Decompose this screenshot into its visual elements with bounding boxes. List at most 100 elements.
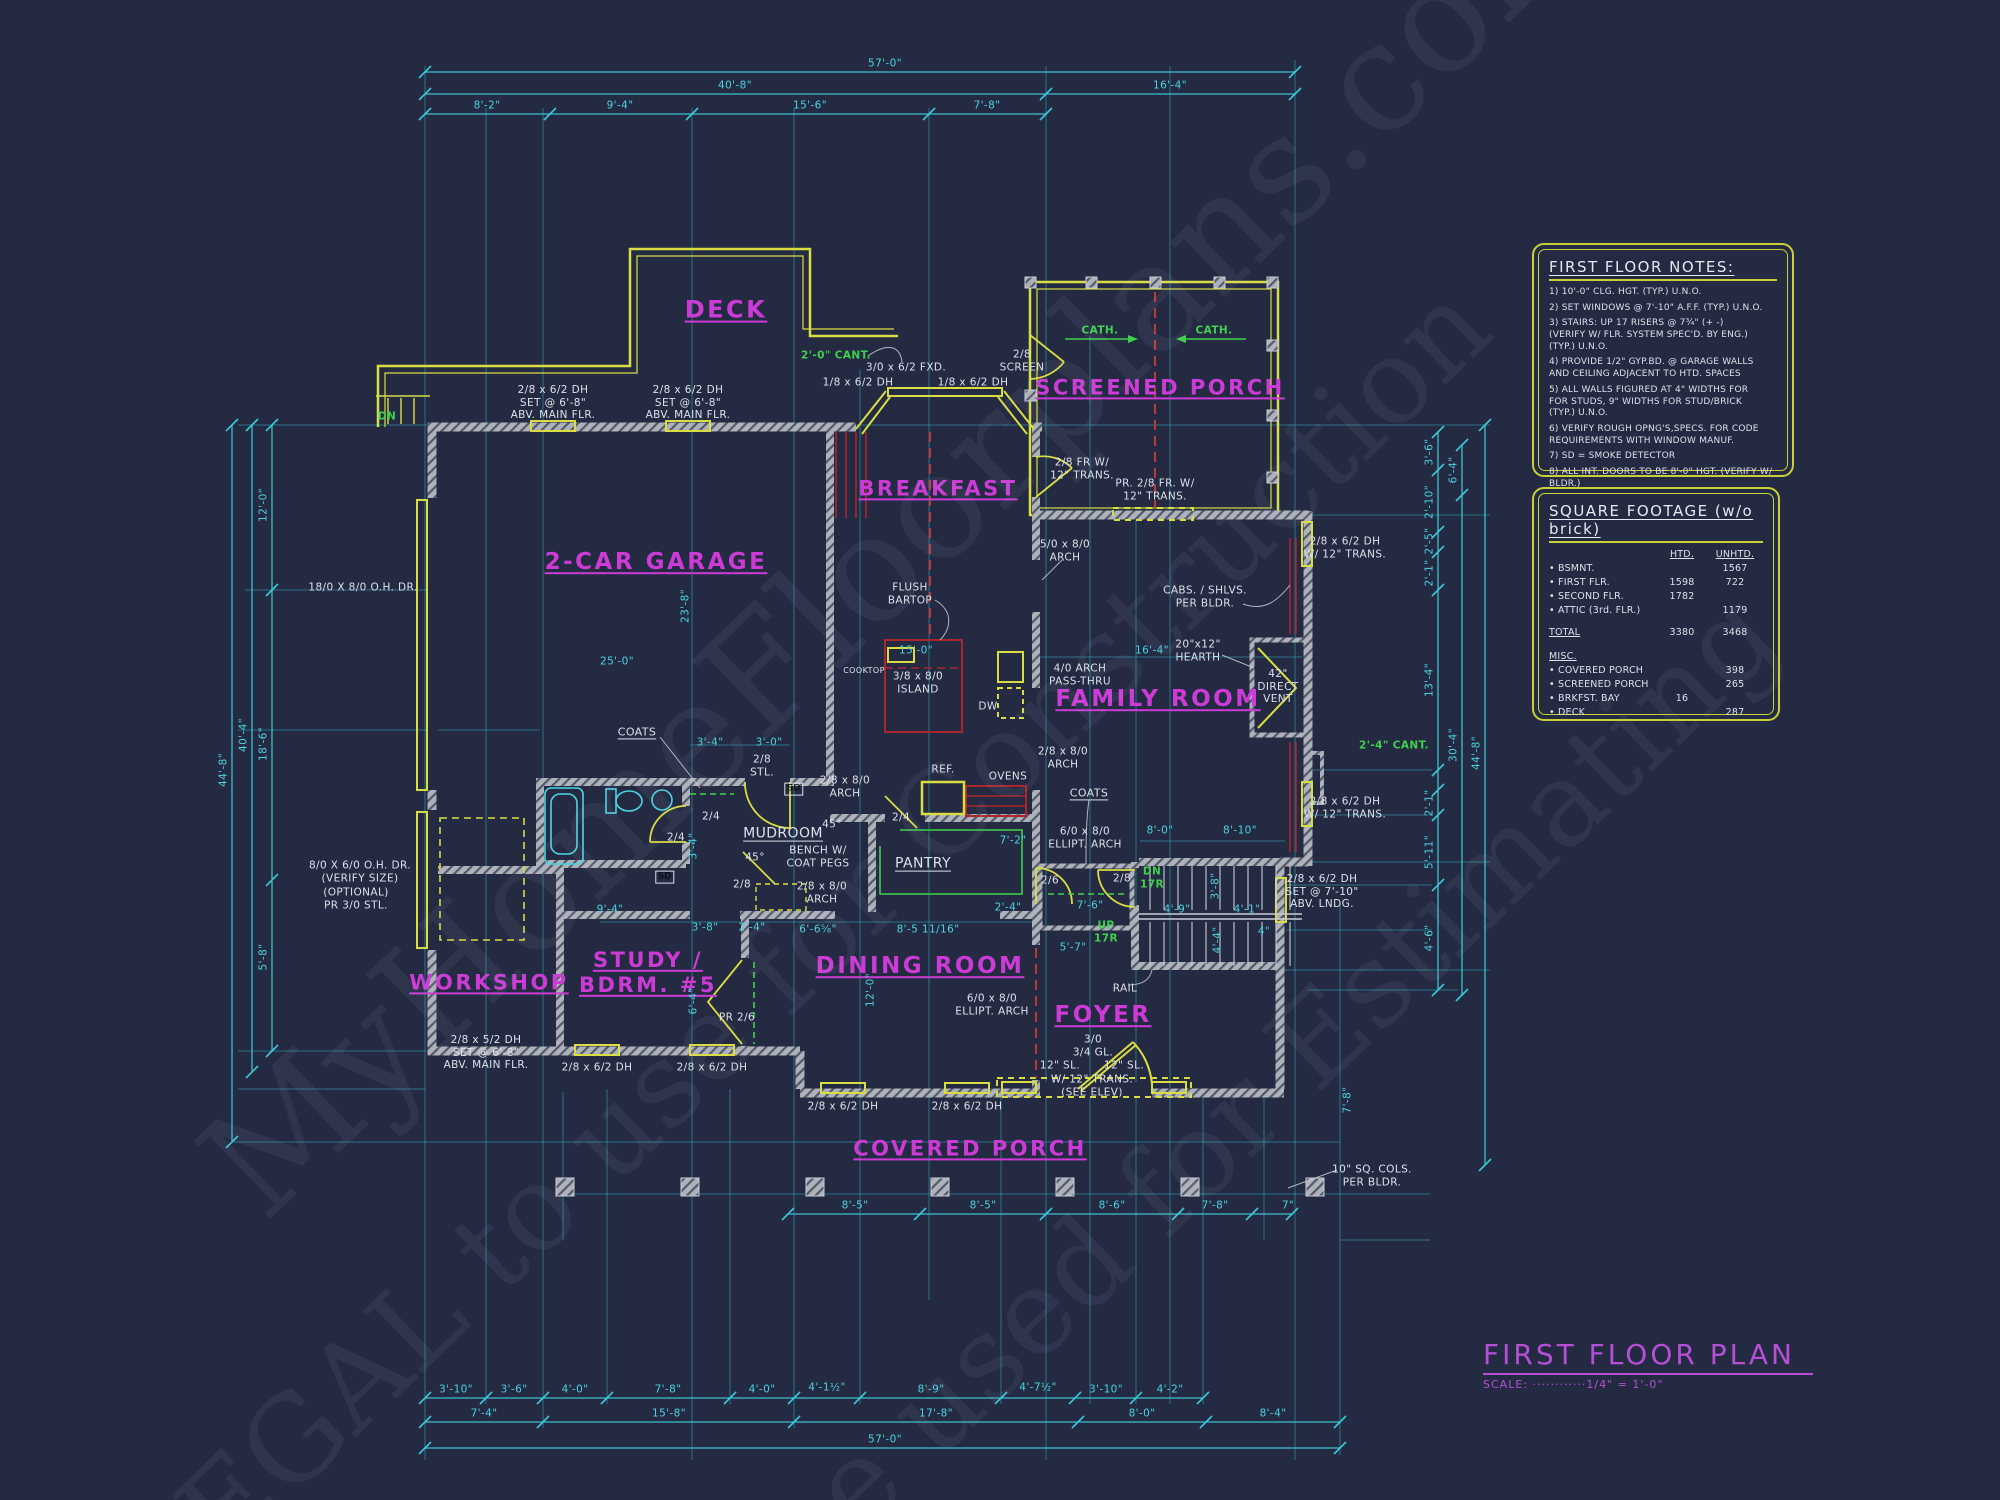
centerlines (929, 292, 1156, 1078)
door-label: 2/8 FR W/ 12" TRANS. (1050, 456, 1114, 481)
room-label-deck: DECK (684, 295, 768, 324)
sqft-cell: 398 (1725, 665, 1745, 676)
pantry-shelves (879, 829, 1023, 895)
counter-cabinets (835, 432, 867, 518)
fireplace-insert (1257, 647, 1298, 729)
dim-label: 16'-4" (1153, 79, 1187, 92)
sqft-cell: • DECK (1549, 707, 1586, 718)
note-item: 8) ALL INT. DOORS TO BE 8'-0" HGT. (VERI… (1549, 466, 1773, 489)
pantry-corner-door (884, 795, 918, 829)
dim-label: 15'-8" (652, 1407, 686, 1420)
door-label-front: 3/0 3/4 GL. (1072, 1033, 1114, 1058)
stairs-label-dn: DN (377, 410, 397, 423)
garage-entry-door (744, 781, 791, 829)
sqft-cell: • SCREENED PORCH (1549, 679, 1649, 690)
dim-label: 44'-8" (217, 753, 230, 787)
dim-label: 3'-6" (500, 1383, 528, 1396)
dim-label: 3'-10" (439, 1383, 473, 1396)
screen-door (1029, 334, 1065, 380)
dim-label: 16'-4" (1135, 644, 1169, 657)
dim-label: 8'-0" (1128, 1407, 1156, 1420)
bay-window-left (855, 390, 891, 435)
dim-label: 40'-4" (237, 718, 250, 752)
sqft-cell: 722 (1725, 577, 1745, 588)
cooktop-label: COOKTOP (843, 666, 885, 676)
leader-lines (659, 347, 1338, 1189)
sqft-cell (1707, 641, 1763, 662)
interior-walls (432, 427, 1302, 1093)
window-label: 2/8 x 6/2 DH W/ 12" TRANS. (1303, 535, 1387, 560)
window-label: 3/0 x 6/2 FXD. (865, 361, 947, 374)
dim-label: 8'-6" (1098, 1199, 1126, 1212)
stairs (1149, 866, 1291, 966)
bath-fixtures (544, 787, 673, 865)
cabinet-label: CABS. / SHLVS. PER BLDR. (1163, 584, 1247, 609)
window-label: 2/8 x 6/2 DH (931, 1100, 1003, 1113)
arch-label: 2/8 x 8/0 ARCH (1037, 745, 1089, 770)
angle-label: 45° (822, 818, 842, 831)
dim-label: 8'-2" (473, 99, 501, 112)
door-label: 2/4 (666, 831, 686, 844)
door-label: 2/8 (732, 878, 752, 891)
dim-label: 8'-5" (841, 1199, 869, 1212)
dim-label: 7'-2" (999, 834, 1027, 847)
dim-label: 2'-4" (994, 901, 1022, 914)
dim-label: 57'-0" (868, 1433, 902, 1446)
dim-label: 7" (1281, 1199, 1295, 1212)
dimension-ticks (225, 65, 1492, 1455)
kitchen-fixtures-yellow (755, 647, 1298, 911)
sqft-cell: • FIRST FLR. (1549, 577, 1610, 588)
door-label: 2/6 (1040, 874, 1060, 887)
cant-label: 2'-0" CANT. (801, 349, 871, 362)
wall-ovens (965, 785, 1027, 817)
family-room-cabinets (1289, 538, 1297, 852)
kitchen-appliances (835, 432, 1297, 852)
room-label-breakfast: BREAKFAST (858, 476, 1018, 501)
drawing-title-block: FIRST FLOOR PLAN SCALE: ············1/4"… (1483, 1338, 1813, 1391)
arch-label: 5/0 x 8/0 ARCH (1039, 538, 1091, 563)
dim-label: 3'-4" (696, 736, 724, 749)
ovens-label: OVENS (988, 770, 1028, 783)
dim-label: 7'-6" (1076, 899, 1104, 912)
window-label: 1/8 x 6/2 DH (822, 376, 894, 389)
arch-label: 4/0 ARCH PASS-THRU (1049, 662, 1111, 687)
room-label-foyer: FOYER (1054, 1002, 1152, 1029)
dim-label: 23'-8" (679, 589, 692, 623)
dim-label: 15'-6" (793, 99, 827, 112)
sqft-cell (1707, 591, 1763, 602)
closet-label-coats: COATS (617, 725, 657, 739)
dim-label: 3'-10" (1089, 1383, 1123, 1396)
dim-label: 5'-7" (1059, 941, 1087, 954)
sqft-cell: • COVERED PORCH (1549, 665, 1644, 676)
mudroom-bench (755, 883, 807, 911)
sqft-cell: • ATTIC (3rd. FLR.) (1549, 605, 1641, 616)
dim-label: 17'-8" (919, 1407, 953, 1420)
note-item: 5) ALL WALLS FIGURED AT 4" WIDTHS FOR FO… (1549, 384, 1749, 419)
dim-label: 9'-4" (596, 903, 624, 916)
dim-label: 2'-4" (738, 921, 766, 934)
dim-label: 4" (1257, 925, 1271, 938)
dim-label: 8'-10" (1223, 824, 1257, 837)
sqft-cell (1657, 605, 1707, 616)
note-item: 3) STAIRS: UP 17 RISERS @ 7¾" (+ -) (VER… (1549, 318, 1749, 352)
sqft-col-unhtd: UNHTD. (1715, 549, 1755, 560)
dim-label: 57'-0" (868, 57, 902, 70)
window-label: 2/8 x 6/2 DH SET @ 6'-8" ABV. MAIN FLR. (645, 384, 731, 422)
dim-label: 8'-4" (1259, 1407, 1287, 1420)
dim-label: 6'-4" (1447, 456, 1460, 484)
bath-door (649, 805, 687, 843)
room-label-dining-room: DINING ROOM (815, 953, 1025, 980)
note-item: 4) PROVIDE 1/2" GYP.BD. @ GARAGE WALLS A… (1549, 357, 1754, 380)
window-label: 2/8 x 6/2 DH (807, 1100, 879, 1113)
porch-column (555, 1177, 575, 1197)
note-item: 7) SD = SMOKE DETECTOR (1549, 451, 1676, 462)
fireplace-label: 42" DIRECT VENT (1257, 668, 1299, 706)
stair-door (1097, 869, 1136, 908)
door-label-screen: 2/8 SCREEN (999, 348, 1045, 373)
refrigerator (920, 780, 966, 816)
sqft-cell (1707, 693, 1763, 704)
porch-column (680, 1177, 700, 1197)
bay-window-right (997, 390, 1035, 435)
sqft-cell: 1782 (1669, 591, 1695, 602)
